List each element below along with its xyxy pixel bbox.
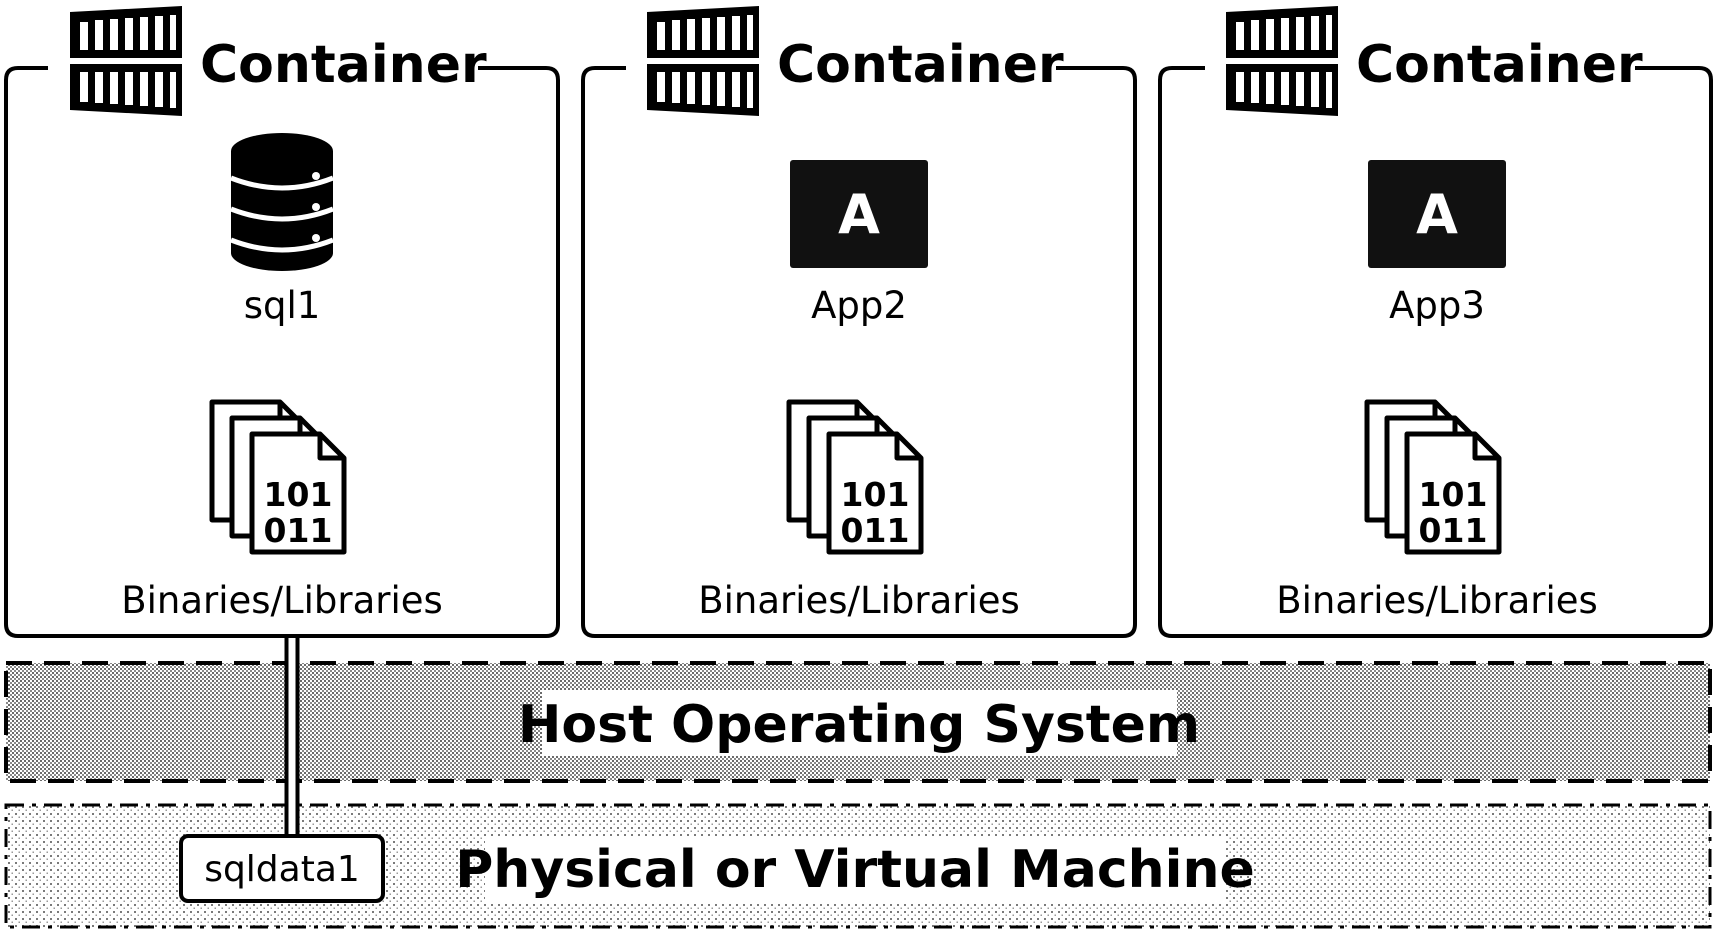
volume-mount: sqldata1: [179, 636, 385, 903]
container-label: sql1: [244, 284, 321, 327]
app-letter: A: [838, 183, 880, 246]
container-sql1: Container sql1 101 011 Binaries/Librarie…: [4, 6, 560, 638]
container-icon: [647, 6, 759, 116]
libraries-label: Binaries/Libraries: [1276, 579, 1598, 622]
binary-files-icon: 101 011: [212, 402, 344, 552]
host-os-label: Host Operating System: [518, 695, 1200, 755]
container-title: Container: [777, 35, 1064, 95]
container-label: App3: [1389, 284, 1485, 327]
libraries-label: Binaries/Libraries: [121, 579, 443, 622]
container-label: App2: [811, 284, 907, 327]
binary-line-2: 011: [841, 511, 910, 550]
app-letter: A: [1416, 183, 1458, 246]
container-icon: [1226, 6, 1338, 116]
container-title: Container: [1356, 35, 1643, 95]
container-title: Container: [200, 35, 487, 95]
host-os-band: Host Operating System: [4, 661, 1712, 783]
binary-files-icon: 101 011: [1367, 402, 1499, 552]
app-icon: A: [1368, 160, 1506, 268]
binary-line-1: 101: [1419, 475, 1488, 514]
container-app2: Container A App2 101 011 Binaries/Librar…: [581, 6, 1137, 638]
binary-line-2: 011: [1419, 511, 1488, 550]
container-app3: Container A App3 101 011 Binaries/Librar…: [1158, 6, 1713, 638]
app-icon: A: [790, 160, 928, 268]
machine-label: Physical or Virtual Machine: [455, 840, 1255, 900]
volume-label: sqldata1: [204, 849, 360, 890]
binary-line-1: 101: [841, 475, 910, 514]
libraries-label: Binaries/Libraries: [698, 579, 1020, 622]
volume-box: [179, 834, 385, 903]
binary-line-2: 011: [264, 511, 333, 550]
binary-files-icon: 101 011: [789, 402, 921, 552]
database-icon: [230, 133, 334, 271]
binary-line-1: 101: [264, 475, 333, 514]
machine-band: Physical or Virtual Machine: [4, 803, 1712, 929]
container-icon: [70, 6, 182, 116]
